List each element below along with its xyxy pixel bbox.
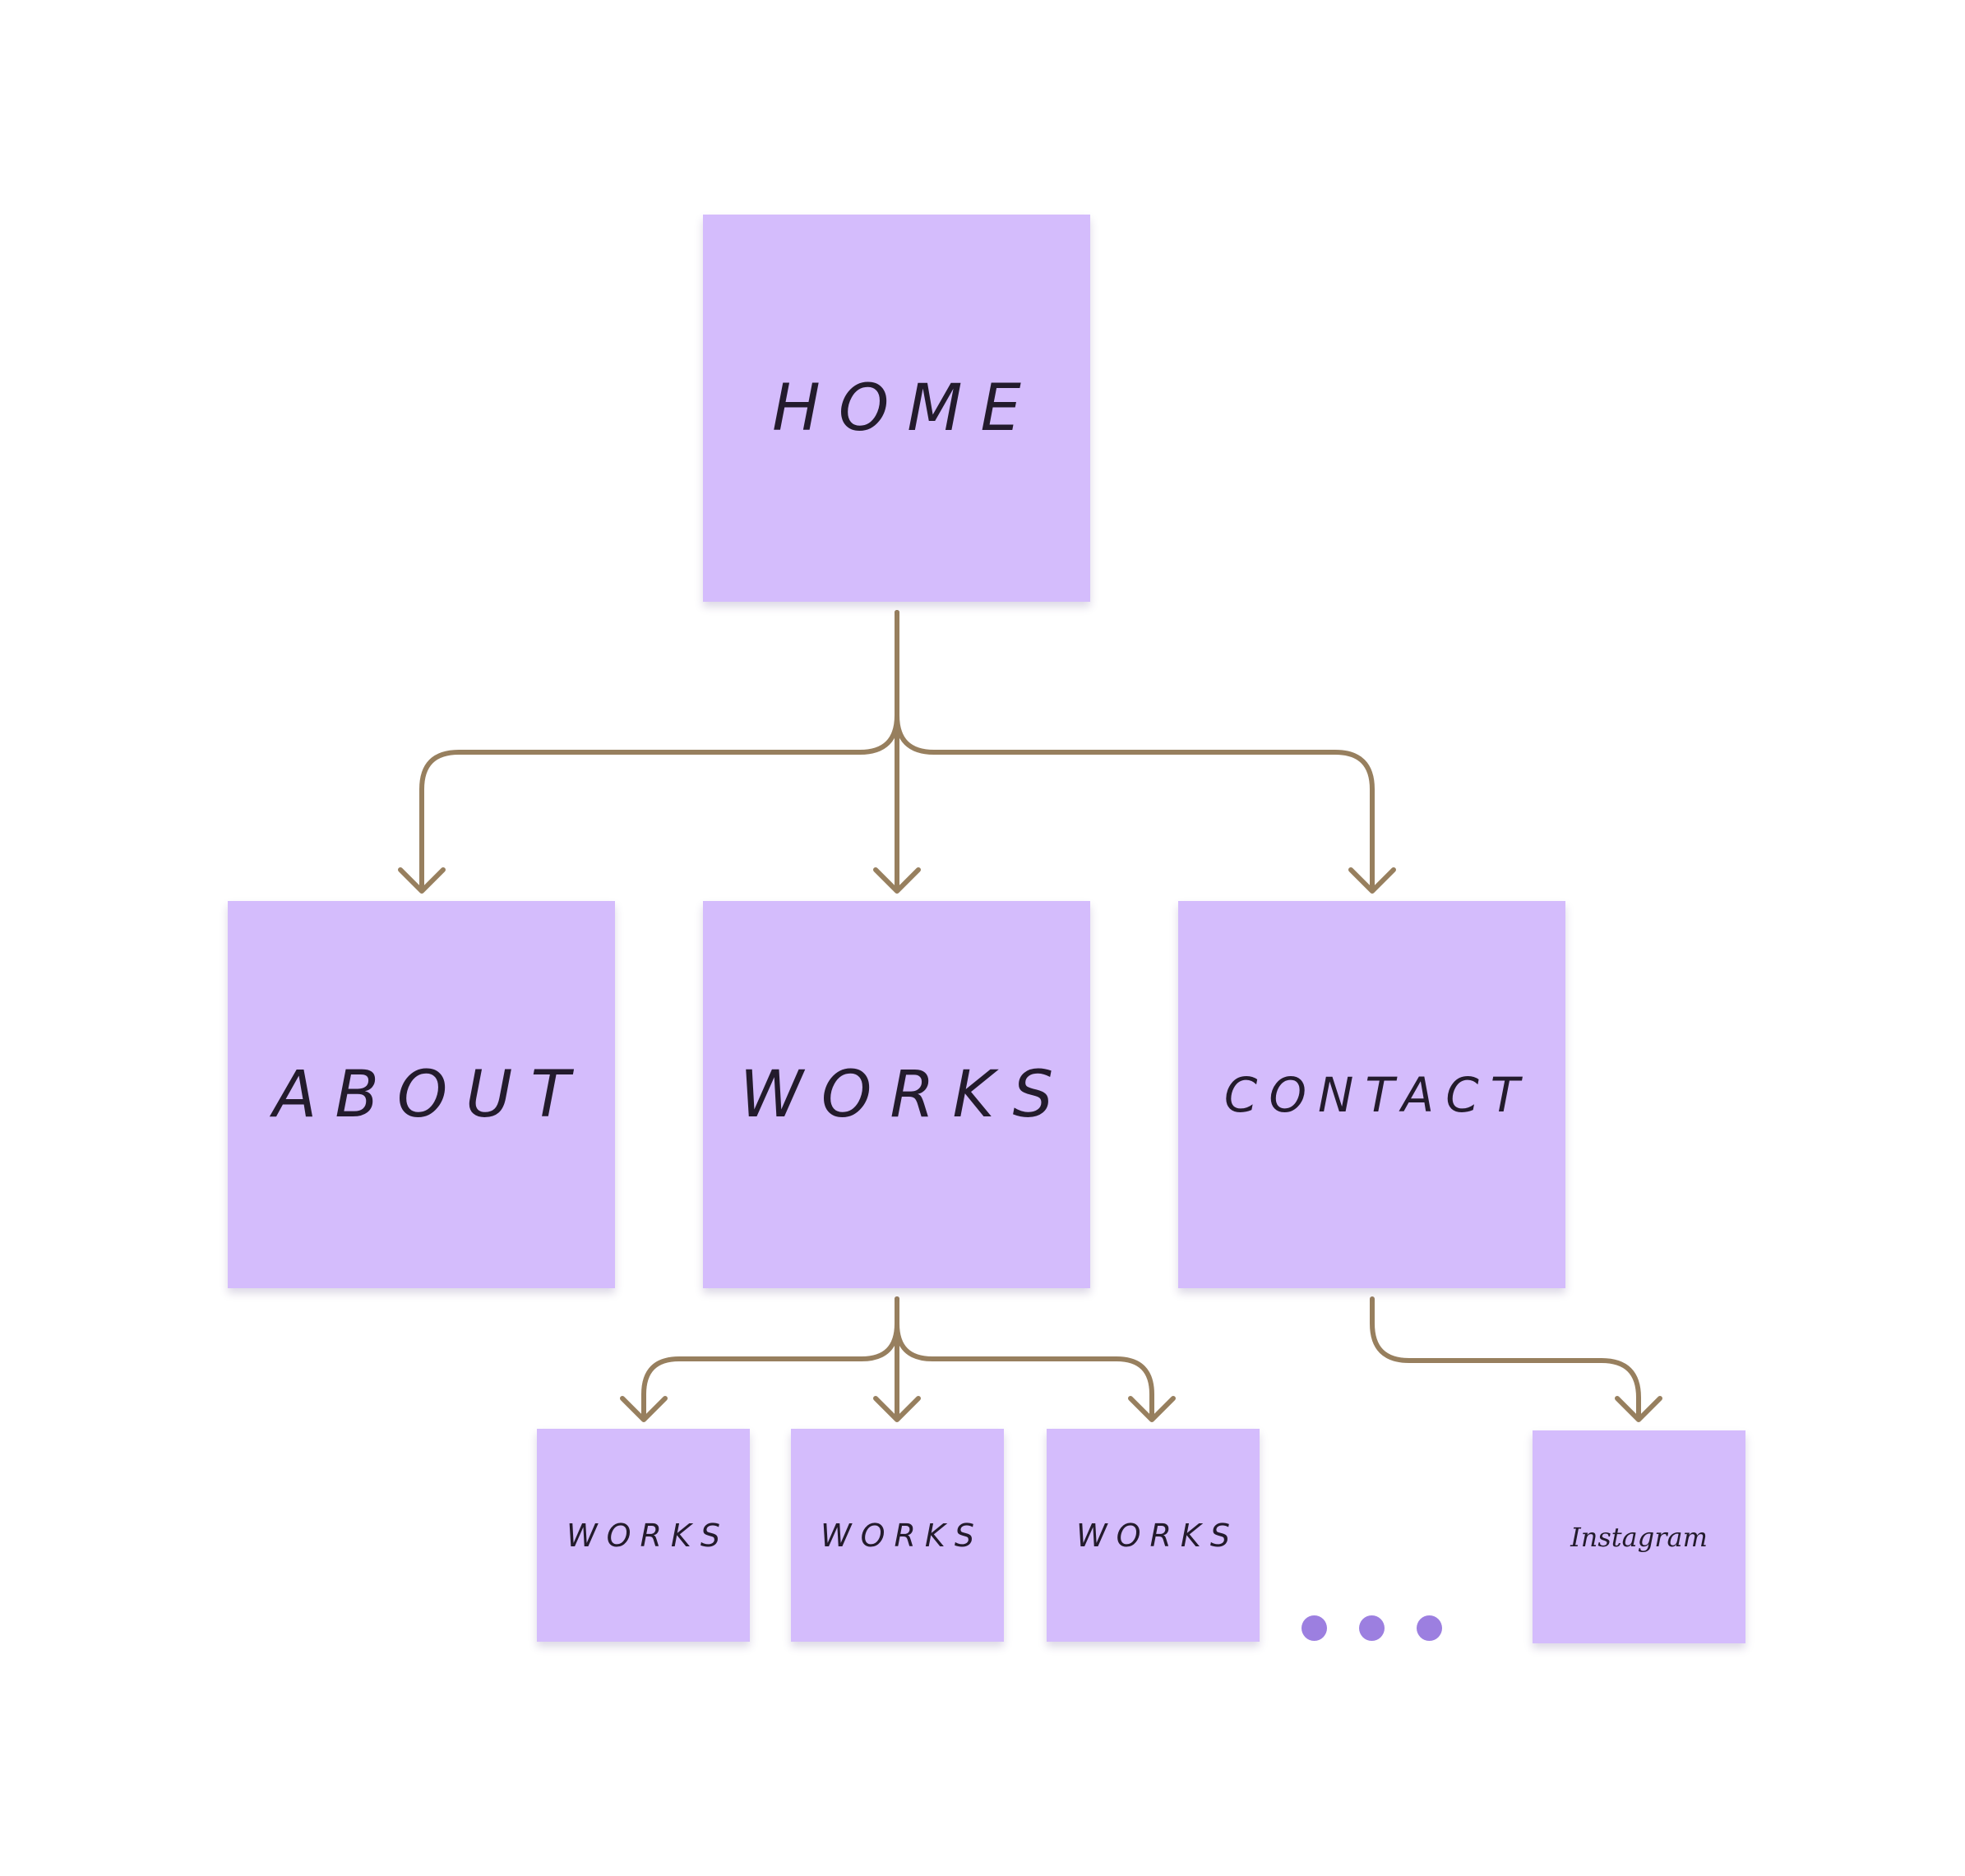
node-contact-label: CONTACT [1223,1066,1532,1123]
arrowhead-works-child-2 [873,1396,921,1422]
node-works-child-3-label: WORKS [1076,1517,1239,1554]
arrowhead-about [398,867,446,894]
node-home-label: HOME [772,371,1039,446]
node-works-child-2[interactable]: WORKS [791,1429,1004,1642]
ellipsis-dot [1302,1615,1327,1641]
arrowhead-works [873,867,921,894]
node-about-label: ABOUT [273,1057,588,1132]
node-works-child-3[interactable]: WORKS [1047,1429,1260,1642]
ellipsis-dot [1359,1615,1385,1641]
arrowhead-instagram [1615,1396,1662,1422]
node-home[interactable]: HOME [703,215,1090,602]
arrowhead-works-child-3 [1128,1396,1176,1422]
node-works-label: WORKS [739,1057,1072,1132]
node-works[interactable]: WORKS [703,901,1090,1288]
node-contact[interactable]: CONTACT [1178,901,1565,1288]
arrowhead-contact [1348,867,1396,894]
connector-works-child-1 [641,1296,899,1421]
ellipsis-dot [1417,1615,1442,1641]
node-instagram[interactable]: Instagram [1533,1430,1745,1643]
node-works-child-2-label: WORKS [821,1517,983,1554]
node-works-child-1[interactable]: WORKS [537,1429,750,1642]
connector-contact-instagram [1370,1296,1641,1421]
node-instagram-label: Instagram [1570,1521,1708,1553]
connector-home-contact [895,610,1375,890]
connector-home-about [419,610,899,890]
node-works-child-1-label: WORKS [566,1517,729,1554]
arrowhead-works-child-1 [620,1396,668,1422]
node-about[interactable]: ABOUT [228,901,615,1288]
connector-works-child-3 [895,1296,1154,1421]
